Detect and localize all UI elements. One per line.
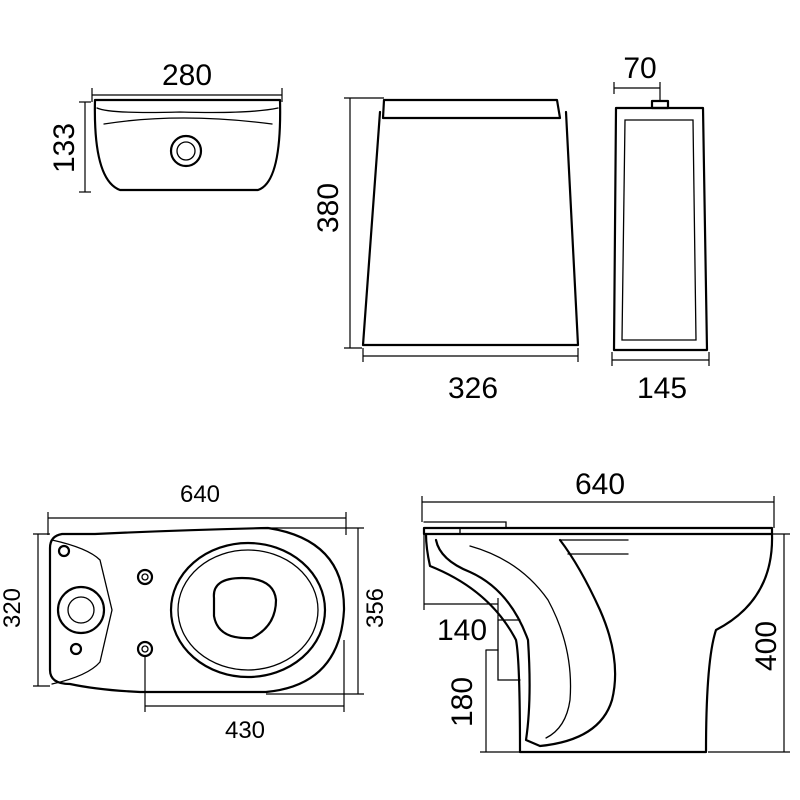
tank-front-view: 380 326 <box>312 97 580 405</box>
bowl-plan-outer-width-label: 356 <box>362 588 389 628</box>
outlet-height-label: 180 <box>446 677 479 727</box>
bowl-fixing-distance-label: 430 <box>225 717 265 744</box>
tank-side-depth-label: 145 <box>637 372 687 405</box>
tank-top-view: 280 133 <box>48 59 283 193</box>
outlet-hole-icon <box>56 585 106 635</box>
flush-button-icon <box>169 134 203 168</box>
outlet-offset-label: 140 <box>437 614 487 647</box>
bowl-side-length-label: 640 <box>575 468 625 501</box>
fixing-hole-icon <box>136 640 154 658</box>
bowl-plan-view: 640 320 356 430 <box>0 481 389 744</box>
tank-side-top-label: 70 <box>623 52 656 85</box>
bowl-side-view: 640 400 140 180 <box>421 468 790 754</box>
fixing-hole-icon <box>136 568 154 586</box>
bowl-plan-width-label: 320 <box>0 588 26 628</box>
bowl-height-label: 400 <box>750 621 783 671</box>
tank-top-width-label: 280 <box>162 59 212 92</box>
bowl-plan-length-label: 640 <box>180 481 220 508</box>
tank-side-view: 70 145 <box>611 52 710 405</box>
tank-top-depth-label: 133 <box>48 123 81 173</box>
tank-front-width-label: 326 <box>448 372 498 405</box>
tank-height-label: 380 <box>312 183 345 233</box>
